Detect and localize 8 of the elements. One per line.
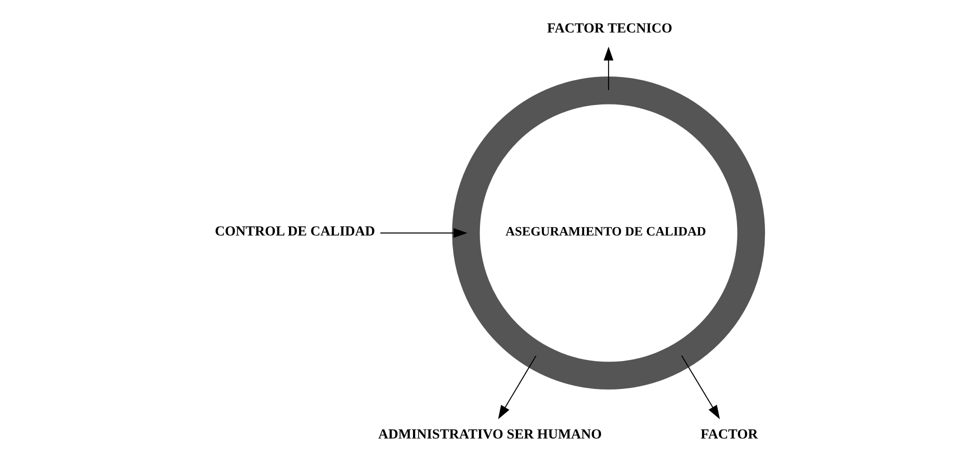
arrow — [603, 46, 613, 91]
node-text: FACTOR TECNICO — [546, 20, 672, 36]
arrow — [379, 228, 467, 238]
arrow — [498, 355, 536, 420]
node-text: ADMINISTRATIVO SER HUMANO — [378, 426, 602, 442]
node-text: FACTOR — [700, 426, 758, 442]
arrow — [680, 355, 720, 420]
node-text: CONTROL DE CALIDAD — [214, 224, 375, 239]
